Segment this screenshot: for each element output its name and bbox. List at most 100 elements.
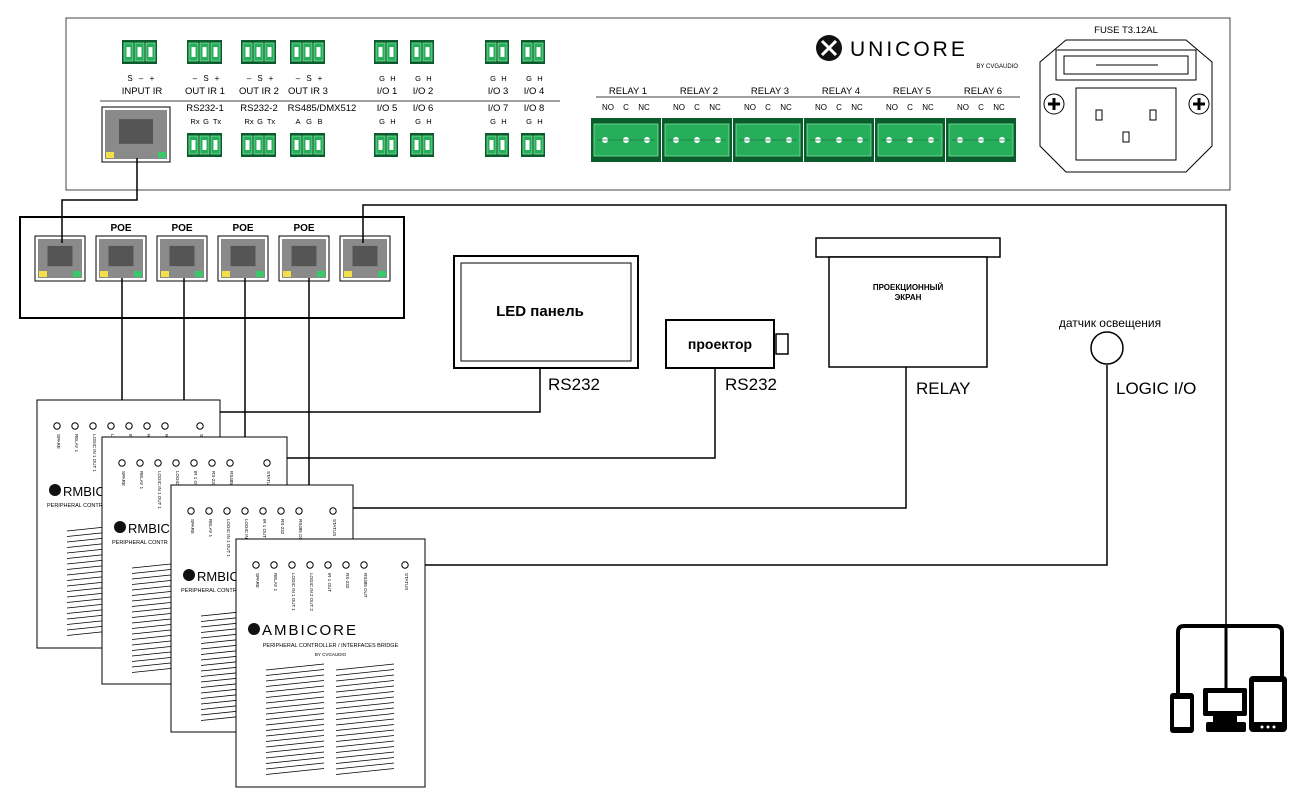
input-ir-pin-label: + bbox=[150, 74, 155, 83]
led-panel-inner bbox=[460, 262, 632, 362]
ambicore-logo-icon bbox=[248, 623, 260, 635]
ambicore-led-label: LOGIC IN 1 OUT 1 bbox=[291, 573, 296, 611]
switch-port-poe-label: POE bbox=[232, 223, 253, 234]
ambicore-led bbox=[71, 422, 79, 430]
io-label: I/O 2 bbox=[413, 86, 434, 97]
switch-port bbox=[278, 235, 330, 282]
ambicore-led-label: LOGIC IN 2 OUT 2 bbox=[244, 519, 249, 557]
vent-slot bbox=[335, 674, 395, 682]
projector-lens bbox=[775, 333, 789, 355]
ambicore-status-led bbox=[196, 422, 204, 430]
ambicore-led bbox=[252, 561, 260, 569]
relay-pin-label: NO bbox=[673, 103, 685, 112]
relay-pin-label: NC bbox=[780, 103, 792, 112]
ambicore-led-label: SPARE bbox=[255, 573, 260, 588]
ambicore-led bbox=[154, 459, 162, 467]
io-pin-label: G bbox=[415, 117, 421, 126]
serial-label: RS232-2 bbox=[240, 103, 278, 114]
input-ir-terminal bbox=[122, 40, 157, 64]
ambicore-led-label: RELAY 1 bbox=[139, 471, 144, 490]
projector bbox=[665, 319, 775, 369]
io-terminal bbox=[374, 40, 398, 64]
vent-slot bbox=[335, 724, 395, 731]
serial-pin-label: Tx bbox=[267, 117, 276, 126]
vent-slot bbox=[335, 663, 395, 671]
vent-slot bbox=[335, 696, 395, 704]
io-pin-label: G bbox=[526, 117, 532, 126]
out-ir-pin-label: + bbox=[318, 74, 323, 83]
ambicore-led bbox=[187, 507, 195, 515]
vent-slot bbox=[265, 696, 325, 704]
vent-slot bbox=[335, 669, 395, 676]
terminal-screw bbox=[245, 140, 250, 150]
terminal-screw bbox=[414, 47, 419, 57]
relay-label: RELAY 6 bbox=[964, 86, 1002, 97]
ambicore-subtitle: PERIPHERAL CONTR bbox=[47, 503, 103, 509]
iec-pin bbox=[1122, 131, 1130, 143]
wire-sensor bbox=[425, 365, 1108, 566]
ambicore-subtitle: PERIPHERAL CONTROLLER / INTERFACES BRIDG… bbox=[263, 643, 399, 649]
ambicore-led-label: RS485 OUT bbox=[363, 573, 368, 598]
switch-port bbox=[156, 235, 208, 282]
ambicore-led bbox=[161, 422, 169, 430]
relay-pin-label: NO bbox=[957, 103, 969, 112]
light-sensor bbox=[1090, 331, 1124, 365]
ambicore-led-label: RELAY 1 bbox=[74, 434, 79, 453]
relay-terminal bbox=[875, 118, 945, 162]
ambicore-led bbox=[208, 459, 216, 467]
ambicore-brand: AMBICORE bbox=[262, 622, 358, 639]
wire-screen bbox=[353, 367, 907, 509]
ambicore-status-led bbox=[329, 507, 337, 515]
serial-pin-label: G bbox=[203, 117, 209, 126]
port-socket bbox=[291, 245, 317, 267]
out-ir-terminal bbox=[290, 40, 325, 64]
switch-port bbox=[217, 235, 269, 282]
port-led-green bbox=[134, 271, 142, 277]
ambicore-logo-icon bbox=[114, 521, 126, 533]
ambicore-led bbox=[125, 422, 133, 430]
serial-pin-label: Tx bbox=[213, 117, 222, 126]
vent-slot bbox=[335, 680, 395, 687]
port-socket bbox=[230, 245, 256, 267]
iec-socket bbox=[1075, 87, 1177, 161]
terminal-screw bbox=[389, 140, 394, 150]
devices-frame bbox=[1176, 624, 1284, 700]
vent-slot bbox=[335, 751, 395, 759]
terminal-screw bbox=[191, 47, 196, 57]
relay-pin-label: NC bbox=[922, 103, 934, 112]
ambicore-body bbox=[235, 538, 426, 788]
port-socket bbox=[352, 245, 378, 267]
relay-pin-label: NC bbox=[709, 103, 721, 112]
serial-label: RS485/DMX512 bbox=[288, 103, 357, 114]
ambicore-led-label: RS485 OUT bbox=[229, 471, 234, 496]
terminal-screw bbox=[126, 47, 131, 57]
power-inlet: FUSE T3.12AL bbox=[1039, 25, 1213, 173]
relay-terminal bbox=[804, 118, 874, 162]
vent-slot bbox=[335, 735, 395, 742]
out-ir-pin-label: + bbox=[269, 74, 274, 83]
tablet-dot bbox=[1266, 725, 1270, 729]
vent-slot bbox=[265, 751, 325, 759]
ambicore-led-label: LOGIC IN 2 OUT 2 bbox=[309, 573, 314, 611]
vent-slot bbox=[335, 729, 395, 737]
port-led-yellow bbox=[100, 271, 108, 277]
vent-slot bbox=[265, 669, 325, 676]
ambicore-led-label: SPARE bbox=[56, 434, 61, 449]
io-terminal bbox=[485, 40, 509, 64]
out-ir-pin-label: S bbox=[203, 74, 208, 83]
iec-pin bbox=[1149, 109, 1157, 121]
terminal-screw bbox=[378, 47, 383, 57]
vent-slot bbox=[265, 762, 325, 770]
io-terminal bbox=[521, 133, 545, 157]
relay-pin-label: C bbox=[623, 103, 629, 112]
io-terminal bbox=[485, 133, 509, 157]
vent-slot bbox=[265, 674, 325, 682]
relay-pin-label: C bbox=[765, 103, 771, 112]
port-led-yellow bbox=[106, 152, 114, 158]
relay-label: RELAY 5 bbox=[893, 86, 931, 97]
terminal-screw bbox=[213, 140, 218, 150]
ambicore-status-led bbox=[401, 561, 409, 569]
ambicore-led-label: LOGIC IN 1 OUT 1 bbox=[157, 471, 162, 509]
